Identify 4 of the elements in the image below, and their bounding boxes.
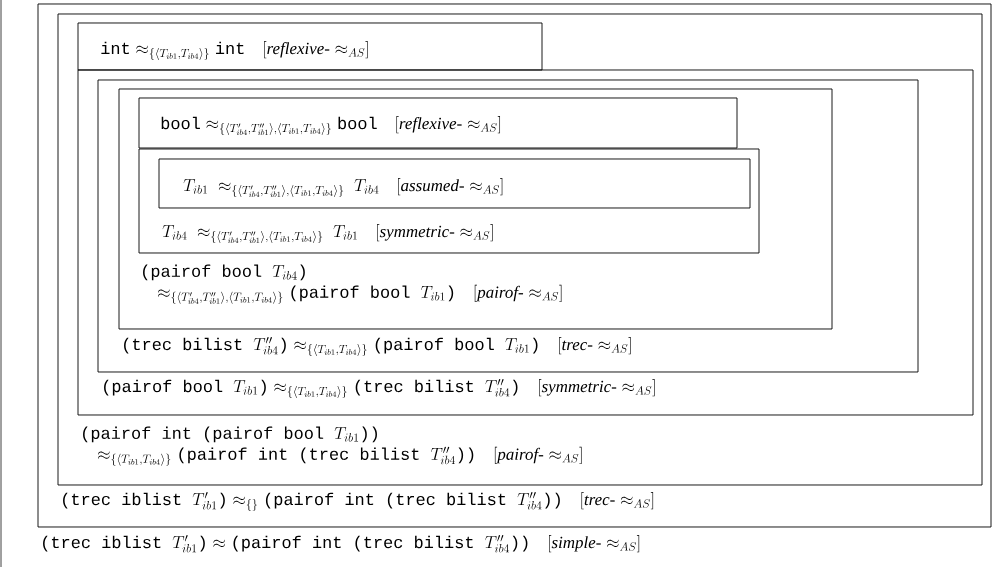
judgment-text: $\texttt{(trec iblist }T'_{ib1}\texttt{)}\approx\texttt{(pairof int (trec bilist }T''_{ib4}\texttt{))}\quad[\textit{simple-}\approx_{AS}]$ xyxy=(43,535,640,553)
derivation-box: $T_{ib1}\;\approx_{\{\langle T'_{ib4},T''_{ib1}\rangle,\langle T_{ib1},T_{ib4}\rangle\}}\;T_{ib4}\quad[\textit{assumed-}\approx_{AS}]$ xyxy=(158,158,751,209)
derivation-box: $\texttt{bool}\approx_{\{\langle T'_{ib4},T''_{ib1}\rangle,\langle T_{ib1},T_{ib4}\rangle\}}\texttt{bool}\quad[\textit{reflexive-}\approx_{AS}]$ xyxy=(138,97,738,149)
derivation-box: $\texttt{int}\approx_{\{\langle T_{ib1},T_{ib4}\rangle\}}\texttt{int}\quad[\textit{reflexive-}\approx_{AS}]$ xyxy=(77,22,543,71)
